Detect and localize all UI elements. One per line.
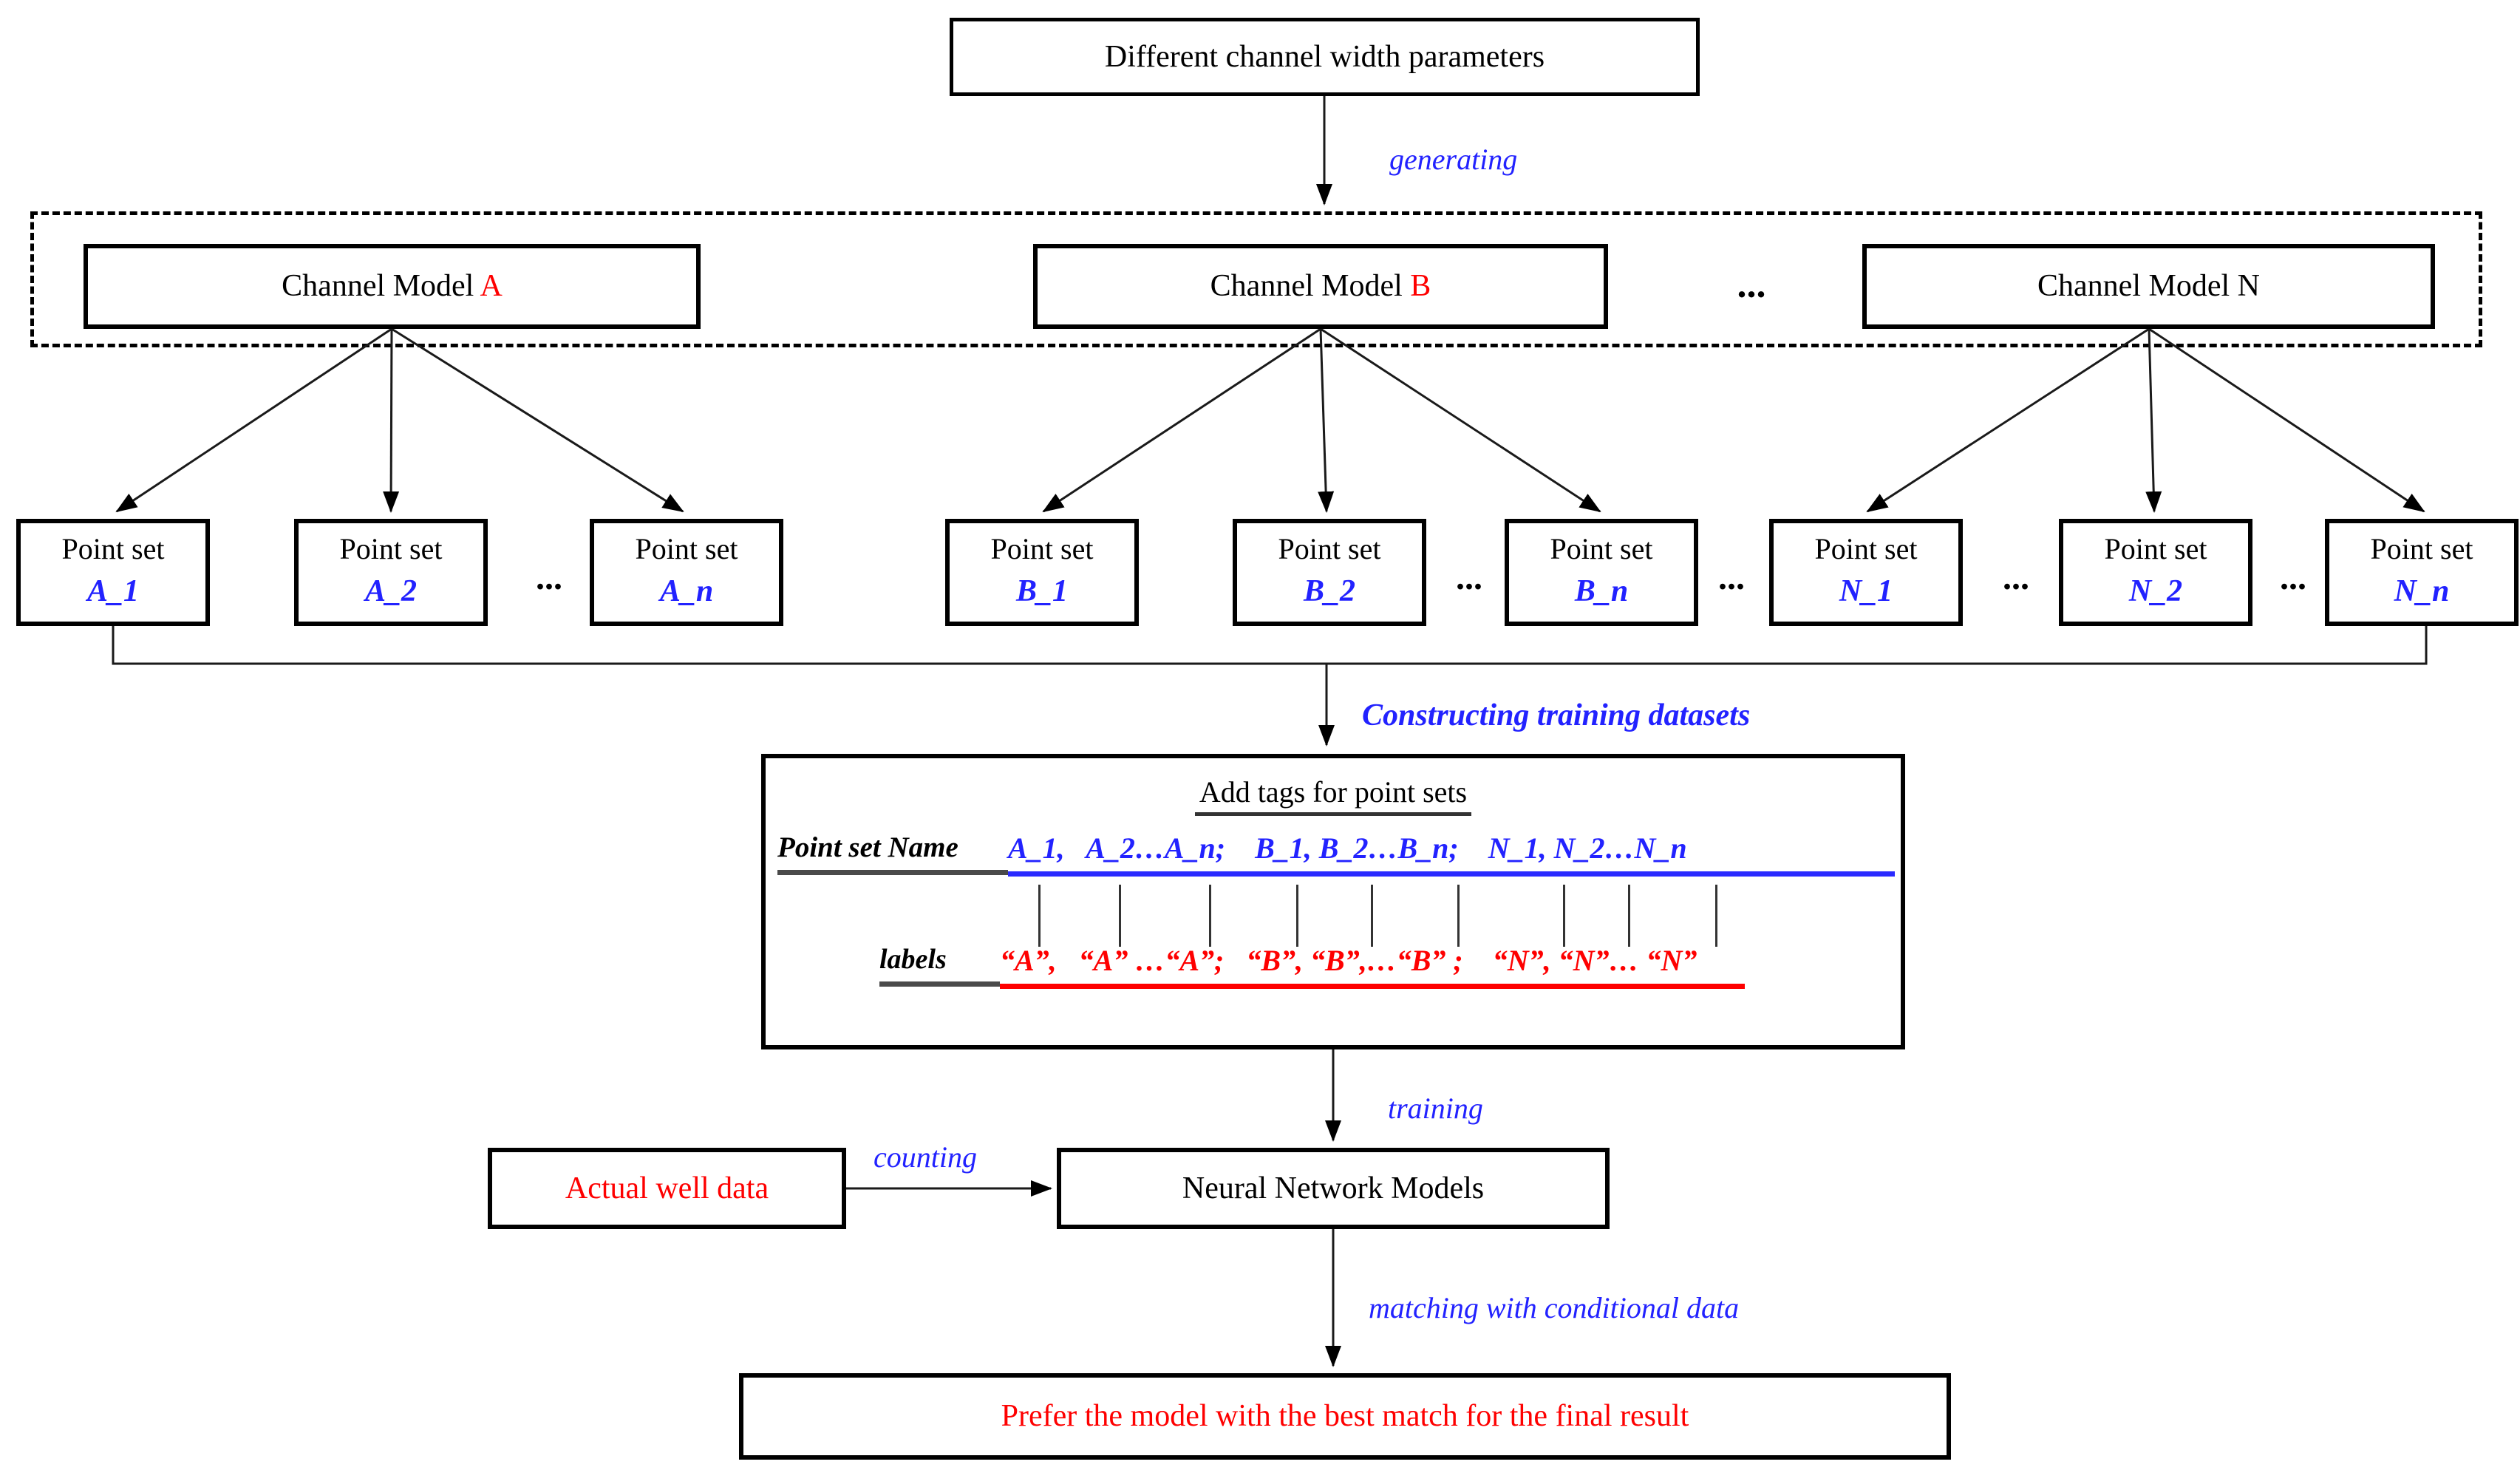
counting-label: counting	[874, 1140, 977, 1174]
point-set-names-text: A_1, A_2…A_n; B_1, B_2…B_n; N_1, N_2…N_n	[1008, 831, 1895, 877]
point-set-name: N_2	[2128, 574, 2183, 608]
fan-an	[391, 327, 684, 513]
fan-a1	[115, 327, 392, 513]
tag-tick	[1038, 885, 1041, 947]
point-row-ellipsis-bn: ...	[1718, 558, 1745, 597]
final-result-label: Prefer the model with the best match for…	[1001, 1399, 1689, 1434]
channel-model-n-letter: N	[2237, 269, 2260, 304]
different-channel-width-parameters-label: Different channel width parameters	[1104, 39, 1545, 74]
point-row-ellipsis-a: ...	[536, 558, 562, 597]
point-set-name-row-label: Point set Name	[777, 831, 1008, 875]
point-set-title: Point set	[635, 532, 738, 565]
labels-text: “A”, “A” …“A”; “B”, “B”,…“B” ; “N”, “N”……	[1000, 943, 1745, 989]
generating-label: generating	[1389, 143, 1518, 176]
add-tags-title: Add tags for point sets	[1194, 775, 1472, 816]
channel-model-a-label: Channel Model A	[282, 268, 503, 304]
labels-row-label: labels	[879, 943, 1000, 987]
channel-model-a-box: Channel Model A	[84, 244, 701, 329]
point-set-title: Point set	[61, 532, 165, 565]
actual-well-data-label: Actual well data	[565, 1171, 769, 1205]
fan-nn	[2148, 327, 2425, 513]
point-set-box-bn: Point set B_n	[1505, 519, 1698, 626]
final-result-box: Prefer the model with the best match for…	[739, 1373, 1951, 1460]
point-set-name: A_n	[659, 574, 714, 608]
constructing-training-datasets-label: Constructing training datasets	[1362, 698, 1751, 732]
point-set-box-nn: Point set N_n	[2325, 519, 2519, 626]
channel-model-a-prefix: Channel Model	[282, 269, 480, 304]
point-set-box-an: Point set A_n	[590, 519, 783, 626]
fan-n2	[2145, 328, 2162, 513]
point-set-title: Point set	[2370, 532, 2473, 565]
collector-line	[112, 626, 2428, 665]
tag-tick	[1209, 885, 1211, 947]
point-set-title: Point set	[2104, 532, 2207, 565]
matching-with-conditional-data-label: matching with conditional data	[1369, 1291, 1740, 1324]
point-set-name: N_n	[2394, 574, 2450, 608]
point-set-title: Point set	[339, 532, 443, 565]
channel-model-b-letter: B	[1410, 269, 1431, 304]
neural-network-models-label: Neural Network Models	[1182, 1171, 1485, 1205]
fan-n1	[1866, 327, 2150, 513]
point-set-name: A_2	[364, 574, 417, 608]
channel-model-n-box: Channel Model N	[1862, 244, 2435, 329]
point-set-box-a2: Point set A_2	[294, 519, 488, 626]
point-set-name: B_1	[1015, 574, 1068, 608]
point-set-box-n1: Point set N_1	[1769, 519, 1963, 626]
channel-row-ellipsis: ...	[1737, 264, 1766, 306]
training-label: training	[1388, 1092, 1483, 1125]
point-set-name: B_2	[1303, 574, 1355, 608]
fan-b1	[1042, 327, 1321, 513]
point-row-ellipsis-n1: ...	[2003, 558, 2029, 597]
tag-tick	[1628, 885, 1630, 947]
channel-model-n-prefix: Channel Model	[2037, 269, 2238, 304]
channel-model-a-letter: A	[480, 269, 503, 304]
point-set-title: Point set	[1814, 532, 1918, 565]
point-row-ellipsis-n2: ...	[2280, 558, 2306, 597]
fan-b2	[1318, 328, 1335, 513]
neural-network-models-box: Neural Network Models	[1057, 1148, 1610, 1229]
point-set-name: B_n	[1574, 574, 1629, 608]
point-set-title: Point set	[1550, 532, 1653, 565]
point-set-box-b2: Point set B_2	[1233, 519, 1426, 626]
different-channel-width-parameters-box: Different channel width parameters	[950, 18, 1700, 96]
point-set-box-b1: Point set B_1	[945, 519, 1139, 626]
tag-tick	[1457, 885, 1460, 947]
point-set-box-n2: Point set N_2	[2059, 519, 2252, 626]
fan-bn	[1320, 327, 1601, 513]
actual-well-data-box: Actual well data	[488, 1148, 846, 1229]
tag-tick	[1715, 885, 1717, 947]
channel-models-group	[30, 211, 2482, 347]
point-set-title: Point set	[1278, 532, 1381, 565]
point-set-name: A_1	[86, 574, 139, 608]
tag-tick	[1371, 885, 1373, 947]
tag-tick	[1296, 885, 1298, 947]
point-set-name: N_1	[1839, 574, 1893, 608]
point-set-title: Point set	[990, 532, 1094, 565]
channel-model-n-label: Channel Model N	[2037, 268, 2260, 304]
channel-model-b-label: Channel Model B	[1210, 268, 1431, 304]
channel-model-b-box: Channel Model B	[1033, 244, 1608, 329]
fan-a2	[383, 328, 400, 513]
channel-model-b-prefix: Channel Model	[1210, 269, 1411, 304]
point-set-box-a1: Point set A_1	[16, 519, 210, 626]
add-tags-title-wrap: Add tags for point sets	[761, 775, 1905, 816]
point-row-ellipsis-b: ...	[1456, 558, 1482, 597]
tag-tick	[1119, 885, 1121, 947]
tag-tick	[1563, 885, 1565, 947]
add-tags-box	[761, 754, 1905, 1049]
